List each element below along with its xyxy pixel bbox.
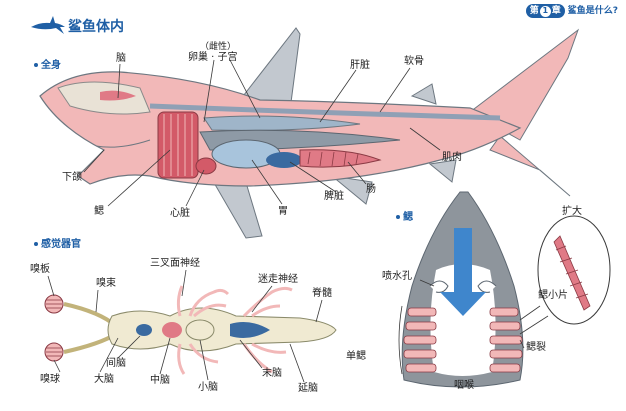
label-gill-lamella: 鳃小片	[538, 290, 568, 301]
caudal-fin-lower	[489, 135, 571, 197]
label-pharynx: 咽喉	[454, 380, 474, 391]
diencephalon	[136, 324, 152, 336]
label-cartilage: 软骨	[404, 56, 424, 67]
label-single-gill: 单鳃	[346, 351, 366, 362]
label-spiracle: 喷水孔	[382, 271, 412, 282]
olfactory-plate-lower	[44, 342, 64, 362]
chapter-prefix: 第	[529, 6, 539, 16]
chapter-number: 1	[539, 5, 551, 17]
pelvic-fin	[330, 175, 373, 205]
cranial-nerves	[176, 285, 293, 375]
label-gill-slit: 鳃裂	[526, 342, 546, 353]
label-gill-body: 鳃	[94, 206, 104, 217]
second-dorsal-fin	[410, 83, 437, 105]
single-gill-bracket	[398, 305, 403, 375]
section-title-sense-organs: 感觉器官	[34, 239, 81, 251]
chapter-title: 鲨鱼是什么?	[567, 6, 618, 16]
spine-cartilage	[149, 103, 501, 121]
label-spinal-cord: 脊髓	[312, 288, 332, 299]
label-trigeminal-nerve: 三叉面神经	[150, 258, 200, 269]
label-intestine: 肠	[366, 184, 376, 195]
midbrain	[162, 322, 182, 338]
label-olfactory-bulb: 嗅球	[40, 374, 60, 385]
gill-arches	[157, 111, 199, 179]
anal-fin	[428, 159, 457, 183]
chapter-header: 第 1 章 鲨鱼是什么?	[525, 4, 618, 18]
jaw-line	[95, 139, 151, 148]
label-water-flow: 水流	[452, 320, 472, 331]
label-midbrain: 中脑	[150, 375, 170, 386]
label-zoom: 扩大	[562, 206, 582, 217]
shark-logo-icon	[31, 16, 65, 34]
heart	[195, 157, 217, 175]
label-peripheral-brain: 末脑	[262, 368, 282, 379]
label-cerebellum: 小脑	[198, 382, 218, 393]
label-sex-note: （雌性）	[200, 42, 237, 52]
label-cerebrum: 大脑	[94, 374, 114, 385]
chapter-badge: 第 1 章	[525, 4, 565, 18]
gill-filaments-left	[403, 307, 437, 373]
label-brain: 脑	[116, 53, 126, 64]
section-title-whole-body: 全身	[34, 60, 61, 72]
gill-filaments-right	[489, 307, 523, 373]
page-title: 鲨鱼体内	[68, 19, 124, 35]
label-vagus-nerve: 迷走神经	[258, 274, 298, 285]
section-title-gills: 鳃	[396, 212, 413, 224]
chapter-suffix: 章	[551, 6, 561, 16]
intestine	[299, 149, 382, 168]
label-olfactory-plate: 嗅板	[30, 264, 50, 275]
label-olfactory-tract: 嗅束	[96, 278, 116, 289]
label-medulla: 延脑	[298, 383, 318, 394]
label-stomach: 胃	[278, 206, 288, 217]
label-muscle: 肌肉	[442, 152, 462, 163]
label-liver: 肝脏	[350, 60, 370, 71]
label-spleen: 脾脏	[324, 191, 344, 202]
medulla-region	[230, 322, 270, 338]
label-diencephalon: 间脑	[106, 358, 126, 369]
label-lower-jaw: 下颌	[62, 172, 82, 183]
label-heart: 心脏	[170, 208, 190, 219]
gill-lamella-zoom	[553, 235, 591, 311]
water-flow-arrow	[440, 228, 486, 316]
label-ovary-uterus: 卵巢 · 子宫	[188, 52, 238, 63]
